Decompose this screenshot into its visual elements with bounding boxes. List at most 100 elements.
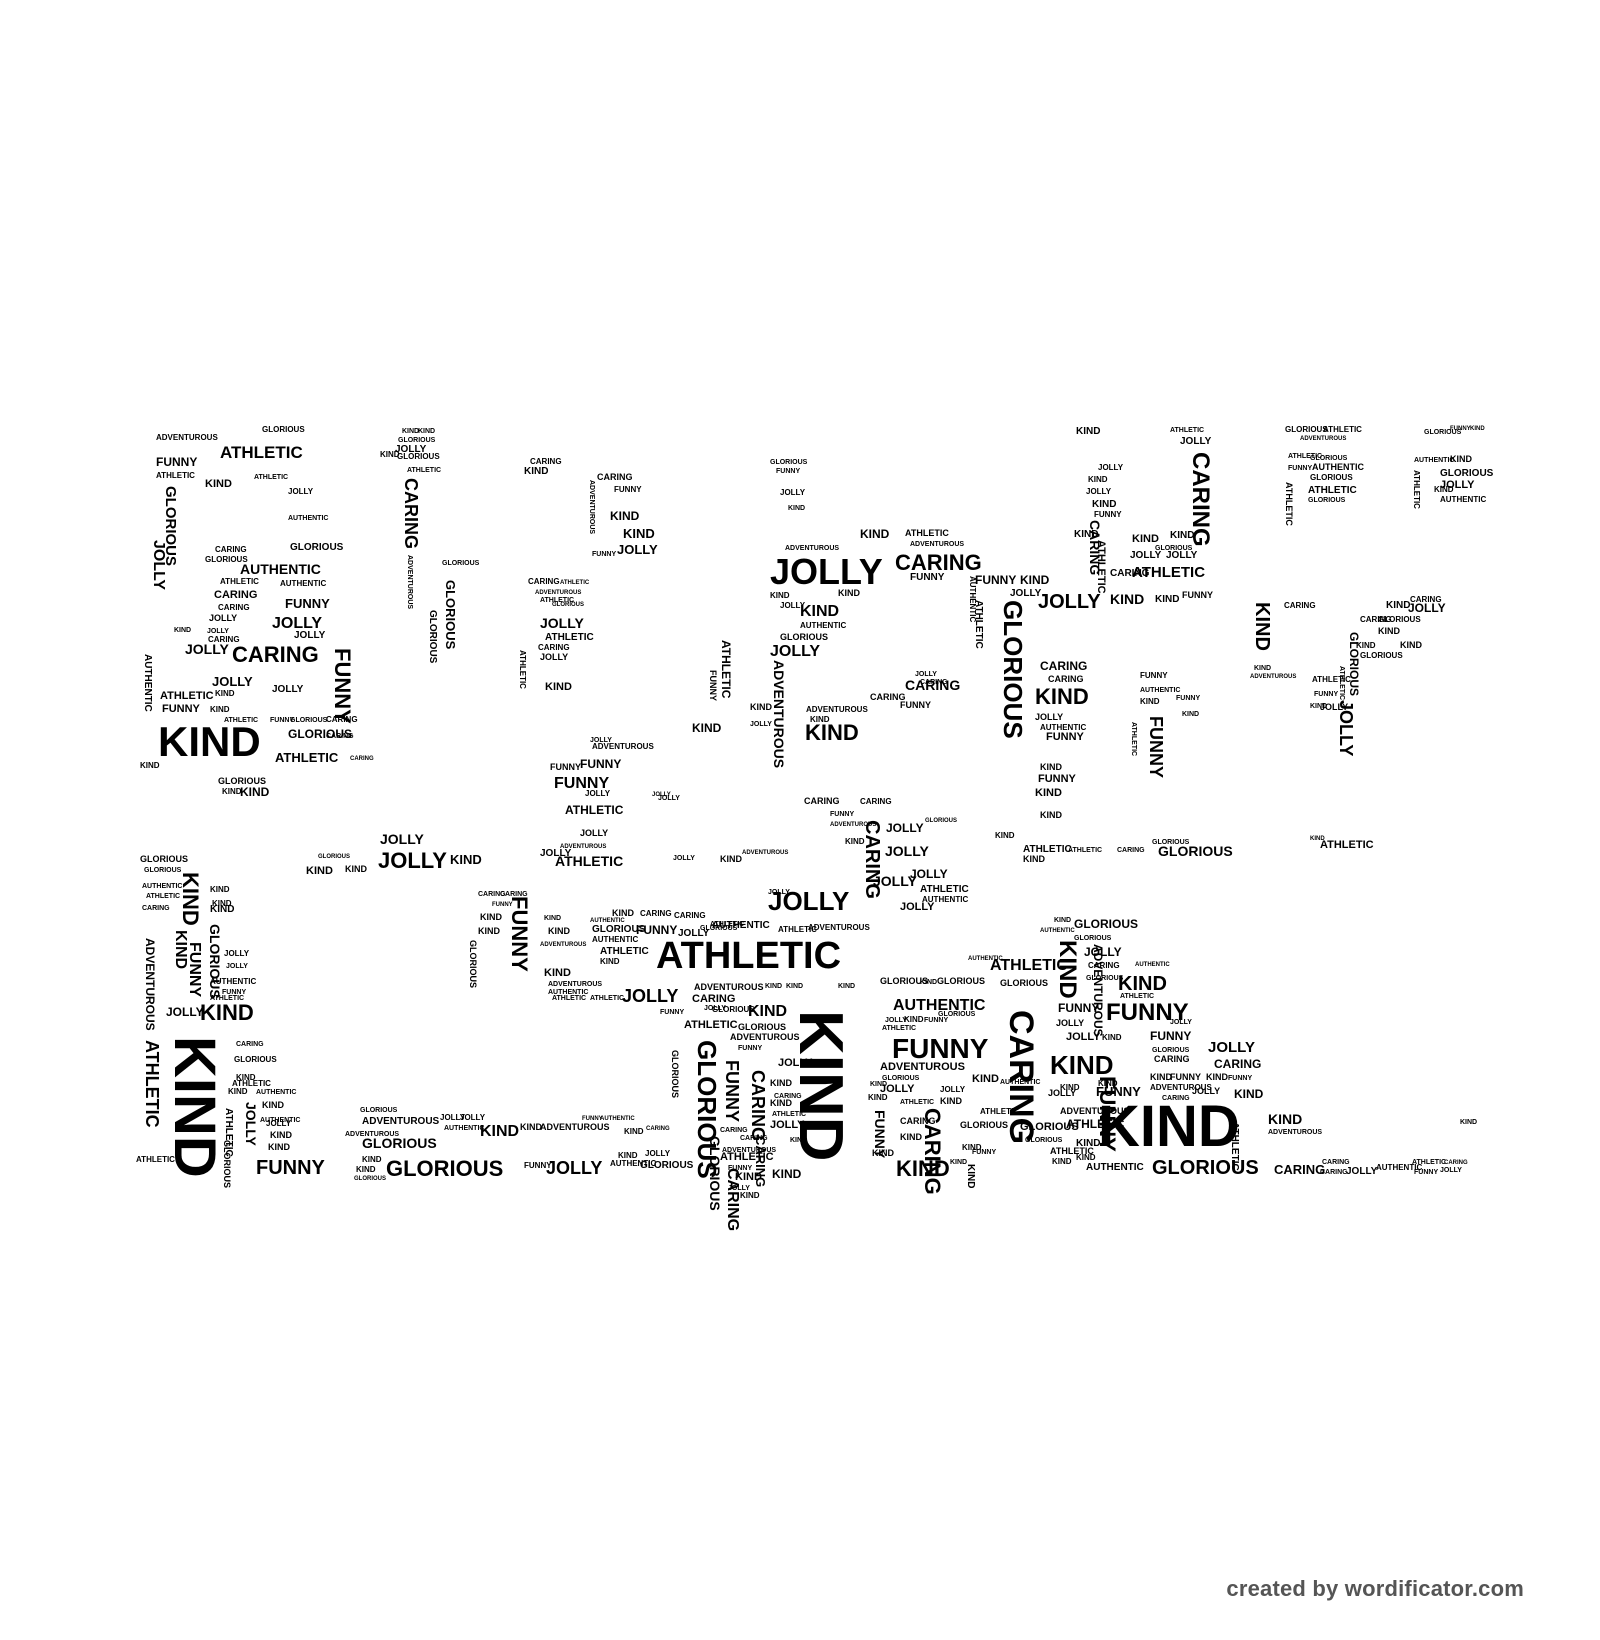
word: JOLLY xyxy=(294,630,326,641)
word: KIND xyxy=(1155,594,1179,605)
word: KIND xyxy=(1132,533,1159,545)
word: CARING xyxy=(1040,659,1087,673)
word: KIND xyxy=(1088,475,1108,484)
word: GLORIOUS xyxy=(1155,545,1193,552)
word: FUNNY xyxy=(910,572,945,583)
word: KIND xyxy=(896,1156,950,1181)
word: KIND xyxy=(1450,454,1472,464)
word: KIND xyxy=(770,591,790,600)
word: JOLLY xyxy=(880,1083,915,1095)
word: JOLLY xyxy=(546,1158,602,1178)
word: JOLLY xyxy=(1056,1018,1084,1028)
word: ATHLETIC xyxy=(882,1025,916,1032)
word: CARING xyxy=(1002,1010,1040,1144)
word: FUNNY xyxy=(256,1157,326,1179)
word-layer: ADVENTUROUS GLORIOUS ATHLETIC FUNNY ATHL… xyxy=(136,425,1494,1231)
word: ADVENTUROUS xyxy=(535,590,581,596)
word: KIND xyxy=(1234,1087,1264,1101)
word: GLORIOUS xyxy=(1152,839,1190,846)
word: ADVENTUROUS xyxy=(742,850,788,856)
word: KIND xyxy=(1140,697,1160,706)
word: JOLLY xyxy=(622,986,678,1006)
word: AUTHENTIC xyxy=(444,1125,484,1132)
word: FUNNY xyxy=(1288,465,1312,472)
word: FUNNY xyxy=(554,775,609,792)
word: FUNNY xyxy=(1046,731,1085,743)
word: GLORIOUS xyxy=(692,1040,722,1179)
word: KIND xyxy=(174,627,191,634)
word: CARING xyxy=(1320,1169,1348,1176)
word: GLORIOUS xyxy=(360,1107,398,1114)
word: JOLLY xyxy=(209,613,237,623)
word: GLORIOUS xyxy=(770,459,808,466)
word: GLORIOUS xyxy=(880,976,928,986)
word: KIND xyxy=(770,1098,792,1108)
word: ATHLETIC xyxy=(710,921,744,928)
word: AUTHENTIC xyxy=(1376,1163,1422,1172)
word: CARING xyxy=(1048,674,1084,684)
word: CARING xyxy=(860,797,892,806)
word: CARING xyxy=(720,1127,748,1134)
word: ADVENTUROUS xyxy=(806,705,868,714)
word: ATHLETIC xyxy=(156,471,195,480)
word: ATHLETIC xyxy=(560,580,590,586)
word: JOLLY xyxy=(885,1017,907,1024)
word: FUNNY xyxy=(1314,691,1338,698)
word: KIND xyxy=(965,1164,976,1188)
word: ATHLETIC xyxy=(220,577,259,586)
word: ADVENTUROUS xyxy=(785,545,839,552)
word: JOLLY xyxy=(780,488,806,497)
word: AUTHENTIC xyxy=(1086,1162,1144,1173)
word: ATHLETIC xyxy=(146,893,180,900)
word: CARING xyxy=(1117,847,1145,854)
word: ADVENTUROUS xyxy=(1300,436,1346,442)
word: FUNNY xyxy=(222,989,246,996)
word: CARING xyxy=(401,478,421,549)
word: KIND xyxy=(800,603,839,620)
word: CARING xyxy=(597,472,633,482)
word: JOLLY xyxy=(272,615,322,632)
word: ATHLETIC xyxy=(1023,844,1072,855)
word: KIND xyxy=(1074,529,1098,540)
word: KIND xyxy=(240,785,270,799)
word: CARING xyxy=(692,993,735,1005)
word: JOLLY xyxy=(1440,1167,1462,1174)
word: GLORIOUS xyxy=(443,580,458,650)
word: KIND xyxy=(1092,499,1116,510)
word: KIND xyxy=(200,1000,254,1025)
word: KIND xyxy=(610,509,640,523)
word: AUTHENTIC xyxy=(968,956,1003,962)
word: CARING xyxy=(208,635,240,644)
word: GLORIOUS xyxy=(1378,615,1421,624)
word: KIND xyxy=(872,1148,894,1158)
word: ADVENTUROUS xyxy=(560,844,606,850)
word: ATHLETIC xyxy=(1120,993,1154,1000)
word: ATHLETIC xyxy=(684,1019,738,1031)
word: KIND xyxy=(720,854,742,864)
word: GLORIOUS xyxy=(712,1005,755,1014)
word: JOLLY xyxy=(885,843,929,859)
word: CARING xyxy=(350,756,374,762)
word: KIND xyxy=(1378,626,1400,636)
word: AUTHENTIC xyxy=(260,1117,300,1124)
word: KIND xyxy=(548,926,570,936)
word: KIND xyxy=(860,527,890,541)
word: GLORIOUS xyxy=(144,867,182,874)
word: GLORIOUS xyxy=(427,610,438,664)
word: FUNNY xyxy=(582,1116,603,1122)
word: JOLLY xyxy=(900,901,935,913)
word: JOLLY xyxy=(166,1005,204,1019)
word: JOLLY xyxy=(750,721,772,728)
word: KIND xyxy=(205,478,232,490)
word: GLORIOUS xyxy=(1308,497,1346,504)
word: JOLLY xyxy=(770,643,820,660)
word: ADVENTUROUS xyxy=(143,938,157,1031)
word: ATHLETIC xyxy=(1412,470,1421,509)
word: JOLLY xyxy=(768,889,790,896)
word: ADVENTUROUS xyxy=(730,1032,800,1042)
word: JOLLY xyxy=(1192,1086,1220,1096)
word: FUNNY xyxy=(975,573,1016,587)
word: AUTHENTIC xyxy=(590,918,625,924)
word: GLORIOUS xyxy=(1086,975,1124,982)
word: AUTHENTIC xyxy=(1135,962,1170,968)
